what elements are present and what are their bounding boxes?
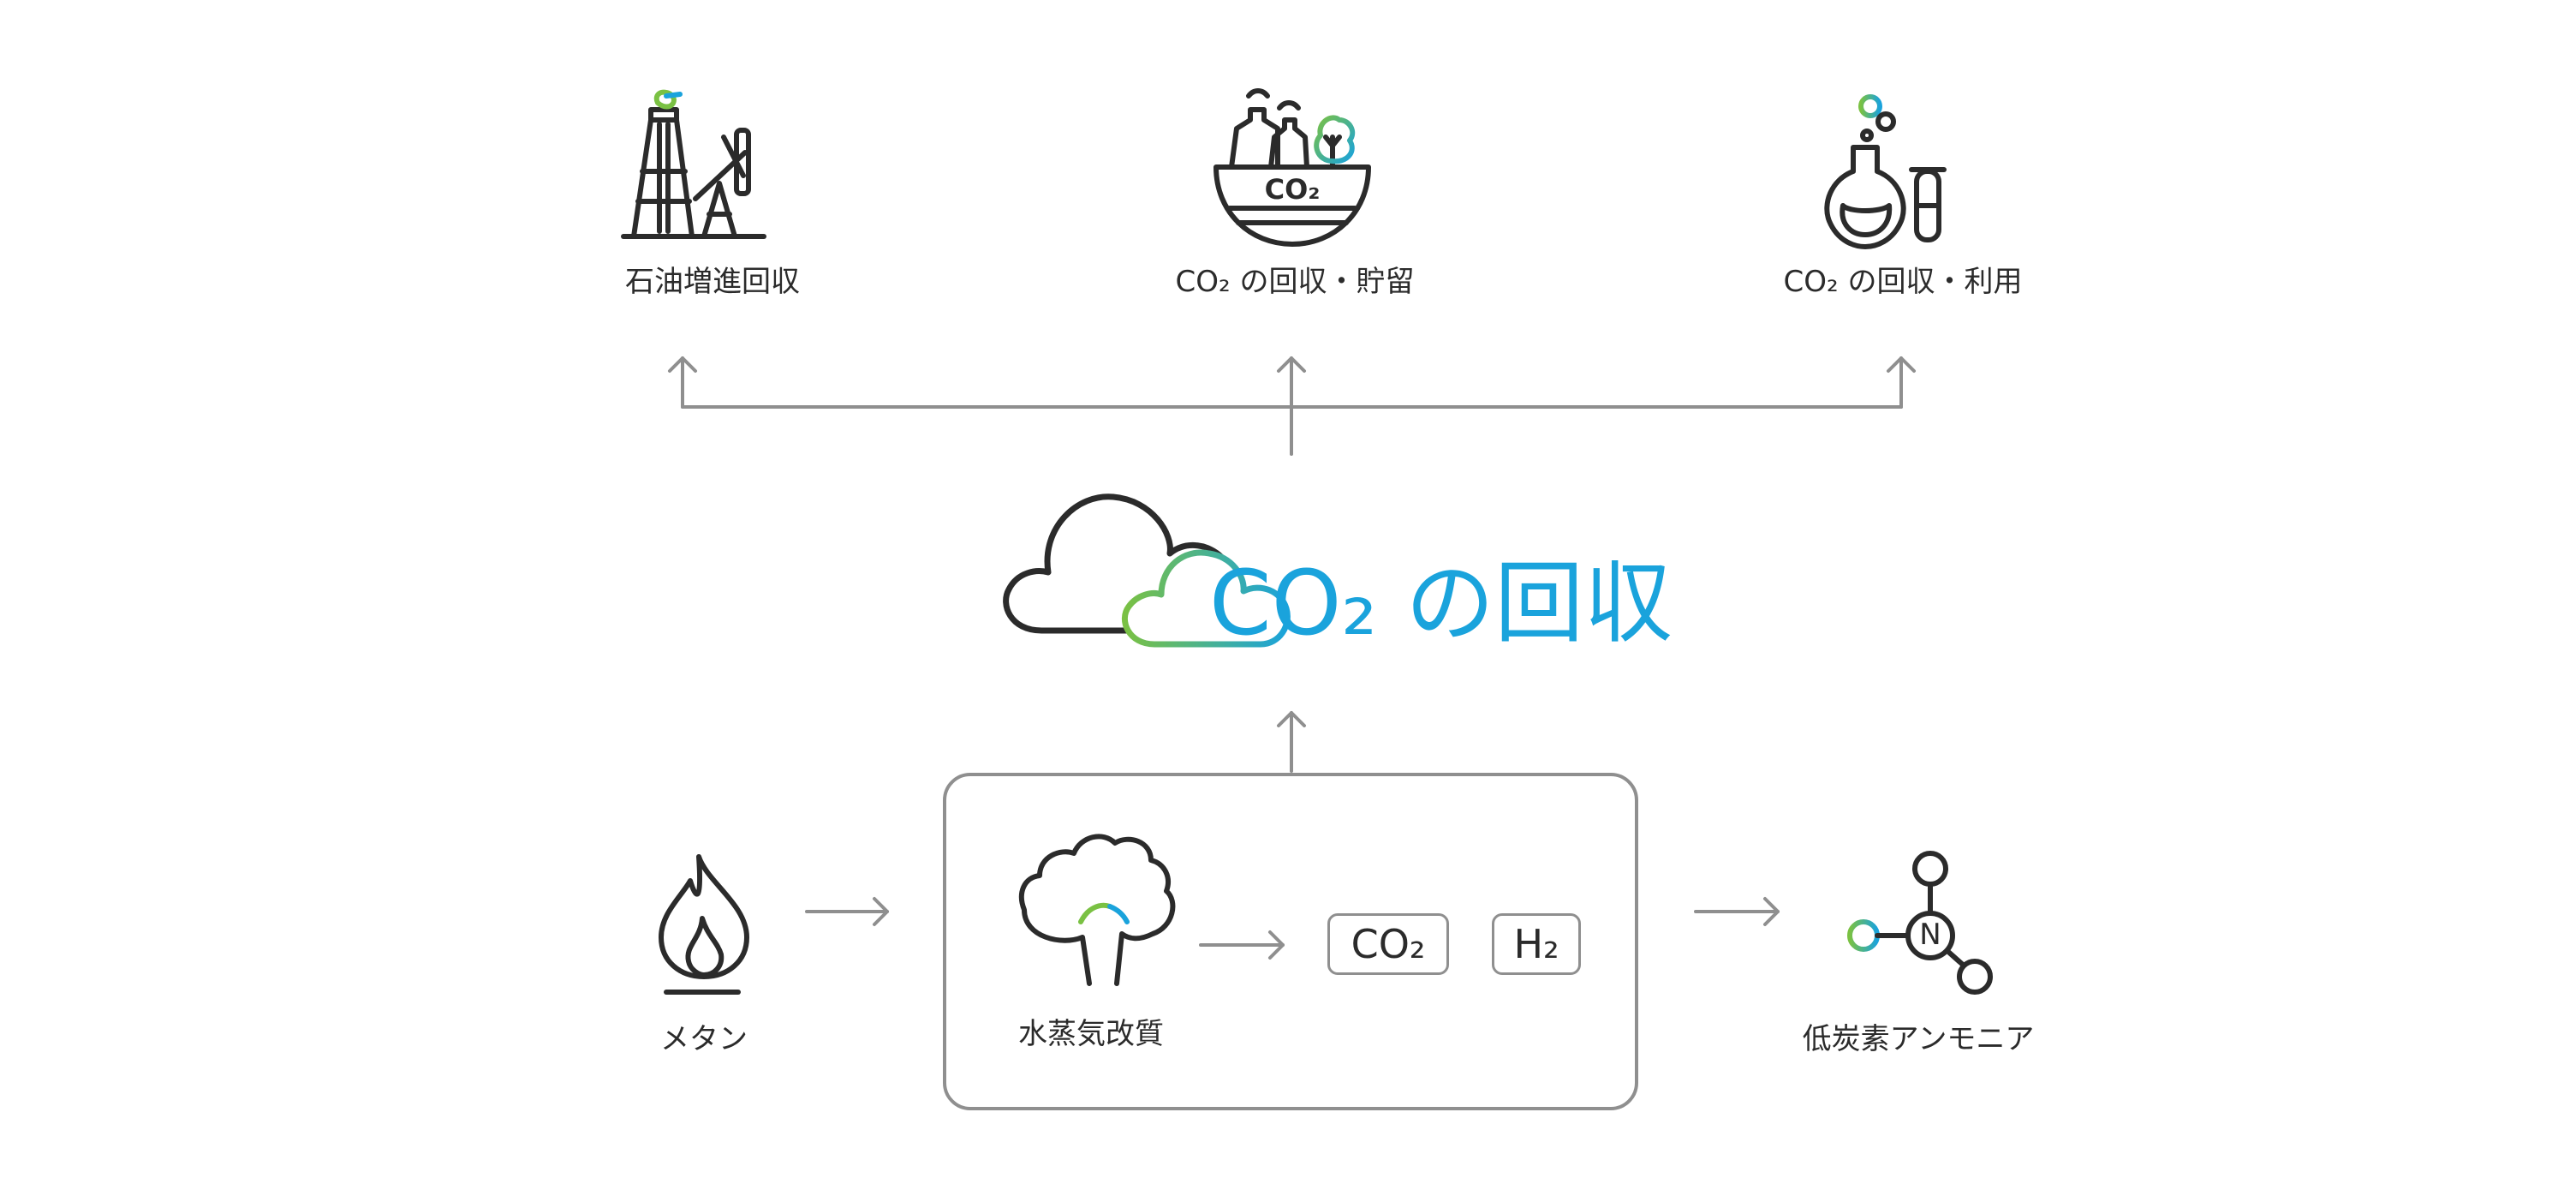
cloud-icon xyxy=(1003,493,1291,648)
ammonia-molecule-icon xyxy=(1847,851,1993,995)
flask-icon xyxy=(1824,94,1947,249)
steam-reforming-label: 水蒸気改質 xyxy=(1018,1017,1164,1051)
steam-reforming-icon xyxy=(1018,834,1176,986)
co2-storage-label: CO₂ の回収・貯留 xyxy=(1175,265,1415,299)
oil-pump-icon xyxy=(621,89,766,239)
flow-arrows xyxy=(805,897,1780,960)
svg-text:CO₂: CO₂ xyxy=(1265,173,1321,206)
co2-storage-icon: CO₂ xyxy=(1213,88,1371,247)
methane-label: メタン xyxy=(660,1022,748,1056)
flame-icon xyxy=(659,854,749,995)
top-connector xyxy=(668,356,1916,456)
co2-capture-title: CO₂ の回収 xyxy=(1209,551,1673,655)
nitrogen-atom-label: N xyxy=(1919,918,1941,952)
oil-recovery-label: 石油増進回収 xyxy=(625,265,800,299)
capture-arrow xyxy=(1277,711,1306,773)
low-carbon-ammonia-label: 低炭素アンモニア xyxy=(1802,1022,2035,1056)
process-box xyxy=(943,773,1638,1110)
co2-utilization-label: CO₂ の回収・利用 xyxy=(1783,265,2023,299)
h2-product-chip: H₂ xyxy=(1492,913,1581,975)
co2-product-chip: CO₂ xyxy=(1327,913,1449,975)
